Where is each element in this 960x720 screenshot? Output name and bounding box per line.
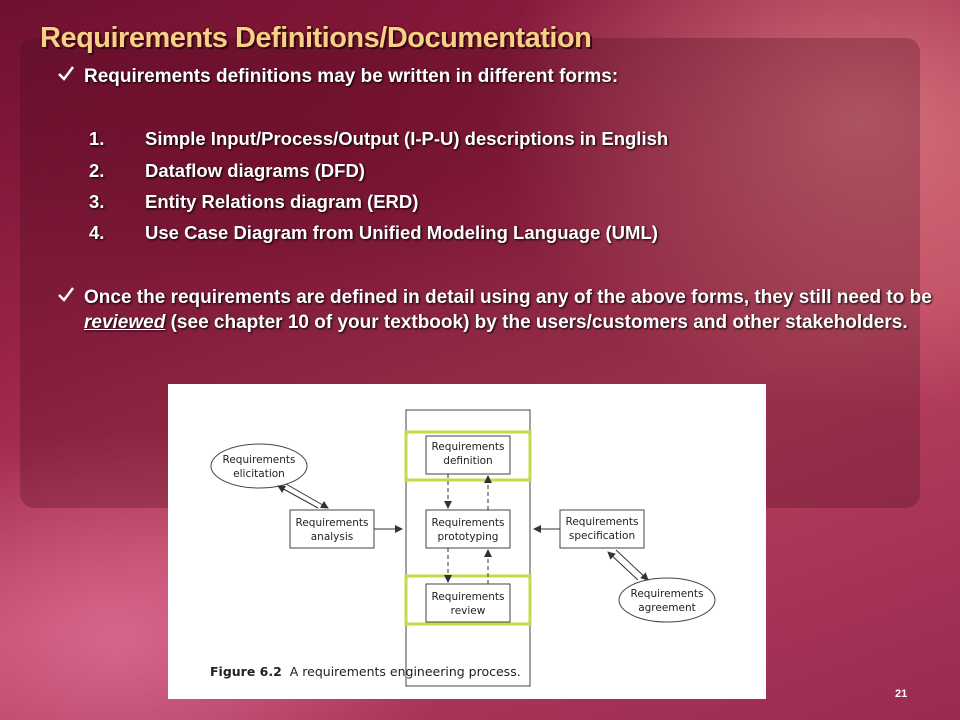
emphasis-reviewed: reviewed — [84, 312, 166, 333]
list-number: 2. — [89, 160, 105, 181]
node-specification-line1: Requirements — [566, 516, 639, 528]
node-definition-line1: Requirements — [432, 441, 505, 453]
slide-title: Requirements Definitions/Documentation — [40, 22, 592, 54]
node-elicitation-line2: elicitation — [233, 468, 285, 480]
list-number: 1. — [89, 128, 105, 149]
checkmark-icon — [58, 287, 74, 302]
node-agreement-line1: Requirements — [631, 588, 704, 600]
list-text: Use Case Diagram from Unified Modeling L… — [145, 222, 658, 243]
bullet-text-part1: Once the requirements are defined in det… — [84, 287, 932, 308]
node-elicitation — [210, 443, 308, 489]
node-definition-line2: definition — [443, 455, 492, 467]
node-analysis-line2: analysis — [311, 531, 354, 543]
node-prototyping — [425, 509, 511, 549]
node-specification — [559, 509, 645, 549]
list-number: 4. — [89, 222, 105, 243]
node-definition-highlight — [404, 430, 532, 482]
figure-caption: Figure 6.2 A requirements engineering pr… — [210, 664, 521, 679]
node-agreement-line2: agreement — [638, 602, 696, 614]
node-review-highlight — [404, 574, 532, 626]
central-process-box — [405, 409, 531, 687]
list-number: 3. — [89, 191, 105, 212]
node-elicitation-line1: Requirements — [223, 454, 296, 466]
node-prototyping-line2: prototyping — [438, 531, 499, 543]
page-number: 21 — [895, 688, 908, 700]
node-review — [425, 583, 511, 623]
node-analysis-line1: Requirements — [296, 517, 369, 529]
node-prototyping-line1: Requirements — [432, 517, 505, 529]
checkmark-icon — [58, 66, 74, 81]
caption-text: A requirements engineering process. — [289, 664, 521, 679]
bullet-text: Requirements definitions may be written … — [84, 66, 619, 87]
process-diagram: Requirements definition Requirements pro… — [210, 409, 716, 687]
node-review-line2: review — [451, 605, 486, 617]
process-figure: Requirements definition Requirements pro… — [168, 384, 766, 699]
node-review-line1: Requirements — [432, 591, 505, 603]
node-agreement — [618, 577, 716, 623]
node-definition — [425, 435, 511, 475]
node-analysis — [289, 509, 375, 549]
bullet-text: Once the requirements are defined in det… — [84, 285, 944, 335]
caption-label: Figure 6.2 — [210, 664, 282, 679]
list-text: Dataflow diagrams (DFD) — [145, 160, 365, 181]
bullet-text-part2: (see chapter 10 of your textbook) by the… — [165, 312, 908, 333]
list-text: Simple Input/Process/Output (I-P-U) desc… — [145, 128, 669, 149]
list-text: Entity Relations diagram (ERD) — [145, 191, 419, 212]
node-specification-line2: specification — [569, 530, 635, 542]
